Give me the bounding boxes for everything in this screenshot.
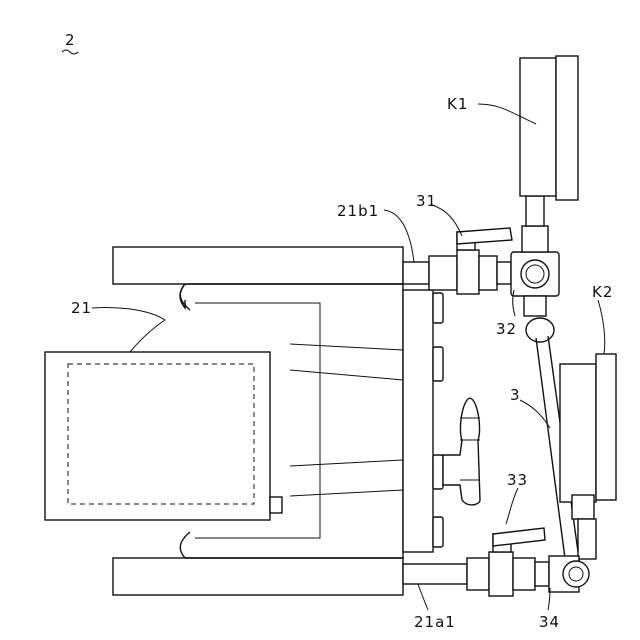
valve-body-31 (457, 250, 479, 294)
fitting (479, 256, 497, 290)
main-body-21 (45, 247, 480, 595)
leader-21 (92, 308, 165, 353)
gauge-k1-body (520, 58, 556, 196)
figure-number-tilde (62, 50, 78, 54)
elbow-upper (526, 318, 554, 342)
figure-number: 2 (62, 31, 78, 54)
gauge-k1 (520, 56, 578, 200)
top-flange (113, 247, 403, 284)
figure-number-label: 2 (65, 31, 76, 49)
gauge-k1-face (556, 56, 578, 200)
label-k2: K2 (592, 283, 613, 301)
bolt (433, 347, 443, 381)
valve-handle-33 (493, 528, 545, 546)
side-plate (403, 290, 433, 552)
fitting (467, 558, 489, 590)
label-33: 33 (507, 471, 528, 489)
bolt (433, 517, 443, 547)
leader-21a1 (418, 584, 428, 610)
leader-33 (506, 488, 518, 524)
gauge-k2-neck (572, 495, 594, 519)
inner-line (290, 460, 403, 466)
panel-latch (270, 497, 282, 513)
nipple (535, 562, 549, 586)
inner-frame (300, 303, 320, 538)
front-panel (45, 352, 270, 520)
elbow-lower (563, 561, 589, 587)
nipple (497, 262, 511, 284)
label-34: 34 (539, 613, 560, 631)
valve-body-33 (489, 552, 513, 596)
fitting (429, 256, 457, 290)
port-21a1 (403, 564, 467, 584)
housing-curve-top (180, 284, 190, 310)
inner-line (290, 370, 403, 380)
port-21b1 (403, 262, 429, 284)
label-21a1: 21a1 (414, 613, 456, 631)
tee-upper-fitting (522, 226, 548, 252)
label-k1: K1 (447, 95, 468, 113)
bolt (433, 293, 443, 323)
label-31: 31 (416, 192, 437, 210)
tee-lower-fitting (524, 296, 546, 316)
gauge-k2-stem (578, 519, 596, 559)
label-21: 21 (71, 299, 92, 317)
gauge-k2-body (560, 364, 596, 502)
housing-curve-bottom (180, 532, 190, 558)
label-32: 32 (496, 320, 517, 338)
tee-port (521, 260, 549, 288)
bottom-flange (113, 558, 403, 595)
inner-line (290, 344, 403, 350)
gauge-k2-face (596, 354, 616, 500)
inner-line (290, 490, 403, 496)
label-3: 3 (510, 386, 521, 404)
fitting (513, 558, 535, 590)
knob (443, 398, 480, 505)
gauge-k2 (560, 354, 616, 559)
tee-upper-nipple (526, 196, 544, 226)
bolt (433, 455, 443, 489)
leader-k2 (598, 300, 605, 354)
valve-handle-31 (457, 228, 512, 244)
label-21b1: 21b1 (337, 202, 379, 220)
